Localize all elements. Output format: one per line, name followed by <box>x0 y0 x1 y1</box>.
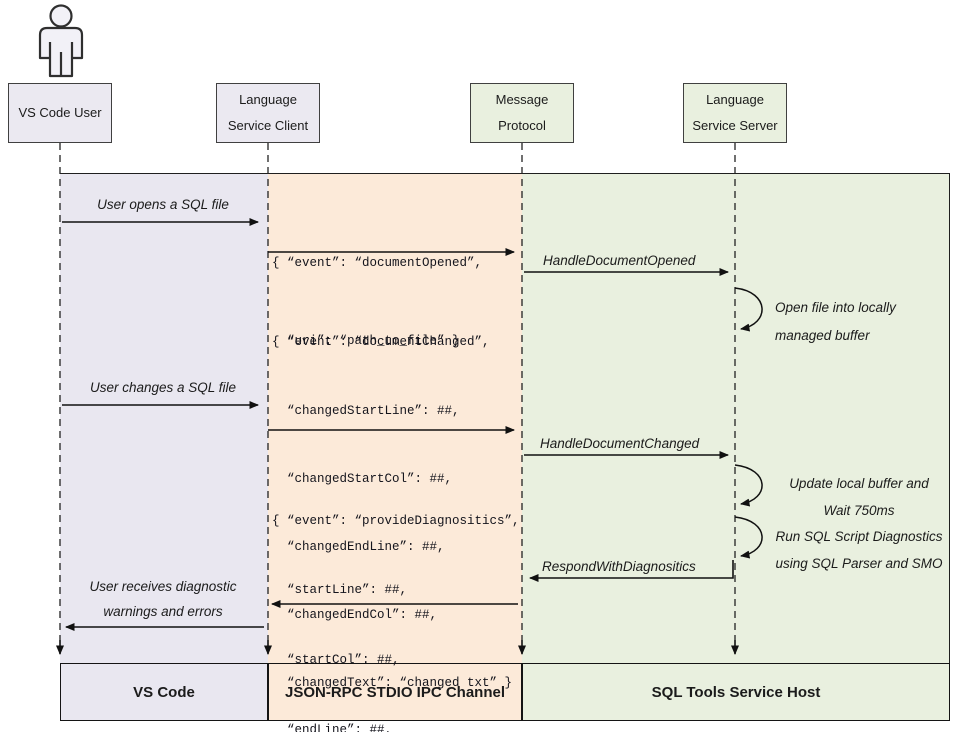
actor-label-line2: Service Server <box>692 118 778 133</box>
lane-box-json-rpc-channel: JSON-RPC STDIO IPC Channel <box>268 663 522 721</box>
payload-line: “changedEndLine”: ##, <box>272 539 445 554</box>
label-handle-document-opened: HandleDocumentOpened <box>543 253 696 268</box>
payload-provide-diagnostics: { “event”: “provideDiagnositics”, “start… <box>272 463 520 732</box>
lane-box-vscode: VS Code <box>60 663 268 721</box>
payload-line: “endLine”: ##, <box>272 723 393 732</box>
lane-box-sql-tools-service-host: SQL Tools Service Host <box>522 663 950 721</box>
note-line1: Run SQL Script Diagnostics <box>775 529 943 544</box>
label-line2: warnings and errors <box>103 604 223 619</box>
actor-label-line2: Protocol <box>498 118 546 133</box>
lane-label: SQL Tools Service Host <box>651 683 821 701</box>
note-line2: Wait 750ms <box>823 503 895 518</box>
label-handle-document-changed: HandleDocumentChanged <box>540 436 700 451</box>
label-line1: User receives diagnostic <box>89 579 237 594</box>
label-respond-with-diagnostics: RespondWithDiagnositics <box>542 559 696 574</box>
lane-background-vscode <box>60 173 268 663</box>
label-user-opens-file: User opens a SQL file <box>97 197 229 212</box>
note-line1: Open file into locally <box>775 300 896 315</box>
payload-line: { “event”: “documentOpened”, <box>272 256 483 270</box>
payload-line: “startCol”: ##, <box>272 653 400 668</box>
payload-line: “startLine”: ##, <box>272 583 408 598</box>
note-run-sql-diagnostics: Run SQL Script Diagnostics using SQL Par… <box>768 523 950 577</box>
actor-label-line1: Language <box>706 92 764 107</box>
note-line1: Update local buffer and <box>789 476 929 491</box>
actor-label: VS Code User <box>18 105 102 120</box>
label-user-changes-file: User changes a SQL file <box>89 380 237 395</box>
payload-line: “uri”: “path_to_file” } <box>272 334 460 348</box>
payload-line: { “event”: “documentChanged”, <box>272 335 490 350</box>
payload-document-changed: { “event”: “documentChanged”, “changedSt… <box>272 286 512 732</box>
lane-background-ipc-channel <box>268 173 522 663</box>
payload-line: “changedStartCol”: ##, <box>272 471 453 486</box>
actor-label-line2: Service Client <box>227 118 309 133</box>
note-update-buffer-wait: Update local buffer and Wait 750ms <box>768 470 950 524</box>
actor-box-vscode-user: VS Code User <box>8 83 112 143</box>
note-line2: managed buffer <box>775 328 870 343</box>
payload-line: “changedStartLine”: ##, <box>272 403 460 418</box>
lane-label: JSON-RPC STDIO IPC Channel <box>284 683 506 701</box>
actor-box-language-service-client: Language Service Client <box>216 83 320 143</box>
lane-label: VS Code <box>133 683 195 701</box>
actor-box-language-service-server: Language Service Server <box>683 83 787 143</box>
actor-label-line1: Message <box>495 92 549 107</box>
actor-label-line1: Language <box>239 92 297 107</box>
user-actor-icon <box>38 4 84 78</box>
actor-box-message-protocol: Message Protocol <box>470 83 574 143</box>
note-open-file-buffer: Open file into locally managed buffer <box>775 294 896 350</box>
lane-background-service-host <box>522 173 950 663</box>
payload-line: “changedText”: “changed txt” } <box>272 675 513 690</box>
label-user-receives-diagnostics: User receives diagnostic warnings and er… <box>62 574 264 624</box>
payload-document-opened: { “event”: “documentOpened”, “uri”: “pat… <box>272 198 482 406</box>
payload-line: { “event”: “provideDiagnositics”, <box>272 513 520 528</box>
payload-line: “changedEndCol”: ##, <box>272 607 438 622</box>
note-line2: using SQL Parser and SMO <box>775 556 943 571</box>
